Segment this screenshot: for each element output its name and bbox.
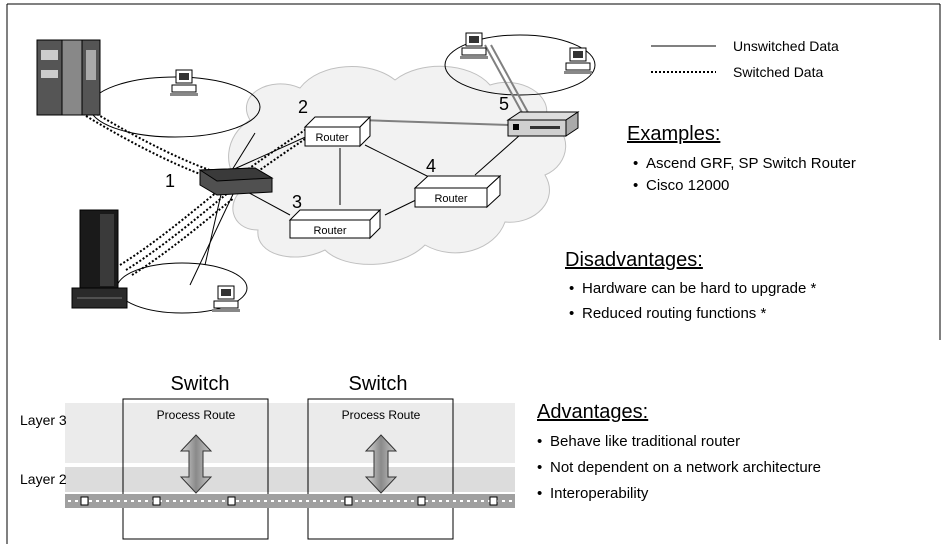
node-number-2: 2 [298,97,308,117]
layer-2-band [65,467,515,492]
router-4-box: Router [413,174,502,209]
switch-box-1 [122,398,269,540]
layer-3-band [65,403,515,463]
node-number-4: 4 [426,156,436,176]
workstation-top-right-2-icon [564,47,592,74]
switch-router-5-icon [506,111,580,137]
disadvantages-item-2: Reduced routing functions * [582,305,766,322]
legend-switched-label: Switched Data [733,64,823,80]
disadvantages-bullet-1-dot: • [569,280,574,297]
router-3-label: Router [313,225,346,237]
examples-item-1: Ascend GRF, SP Switch Router [646,155,856,172]
router-2-label: Router [315,132,348,144]
advantages-item-1: Behave like traditional router [550,433,740,450]
bus-port [152,496,161,506]
switch-2-double-arrow [364,434,398,494]
advantages-item-3: Interoperability [550,485,649,502]
switch-2-process-route: Process Route [342,408,421,422]
lan-ellipse-top-right [444,34,596,96]
advantages-bullet-3-dot: • [537,485,542,502]
switch-box-2 [307,398,454,540]
node-number-3: 3 [292,192,302,212]
examples-bullet-2-dot: • [633,177,638,194]
examples-heading: Examples: [627,123,720,145]
disadvantages-heading: Disadvantages: [565,249,703,271]
switch-2-title: Switch [349,373,408,395]
workstation-bottom-icon [212,285,240,312]
bus-port [80,496,89,506]
examples-bullet-1-dot: • [633,155,638,172]
bus-port [227,496,236,506]
tower-server-icon [71,209,128,309]
router-2-box: Router [303,115,372,148]
layer-3-label: Layer 3 [20,412,67,428]
advantages-heading: Advantages: [537,401,648,423]
mainframe-server-icon [36,39,101,116]
layer-2-label: Layer 2 [20,471,67,487]
unswitched-data-paths [359,44,532,126]
node-number-5: 5 [499,94,509,114]
examples-item-2: Cisco 12000 [646,177,729,194]
workstation-top-right-1-icon [460,32,488,59]
switch-router-1-icon [198,167,274,196]
workstation-top-left-icon [170,69,198,96]
advantages-bullet-2-dot: • [537,459,542,476]
bus-port [417,496,426,506]
bus-port [344,496,353,506]
network-cloud [228,65,567,265]
advantages-bullet-1-dot: • [537,433,542,450]
node-number-1: 1 [165,171,175,191]
switch-1-process-route: Process Route [157,408,236,422]
bus-ports [80,496,498,506]
router-4-label: Router [434,193,467,205]
bus-port [489,496,498,506]
disadvantages-bullet-2-dot: • [569,305,574,322]
legend-unswitched-label: Unswitched Data [733,38,839,54]
advantages-item-2: Not dependent on a network architecture [550,459,821,476]
switch-1-double-arrow [179,434,213,494]
switch-1-title: Switch [171,373,230,395]
router-3-box: Router [288,208,382,240]
layer-2-bus-bar [65,494,515,508]
disadvantages-item-1: Hardware can be hard to upgrade * [582,280,816,297]
